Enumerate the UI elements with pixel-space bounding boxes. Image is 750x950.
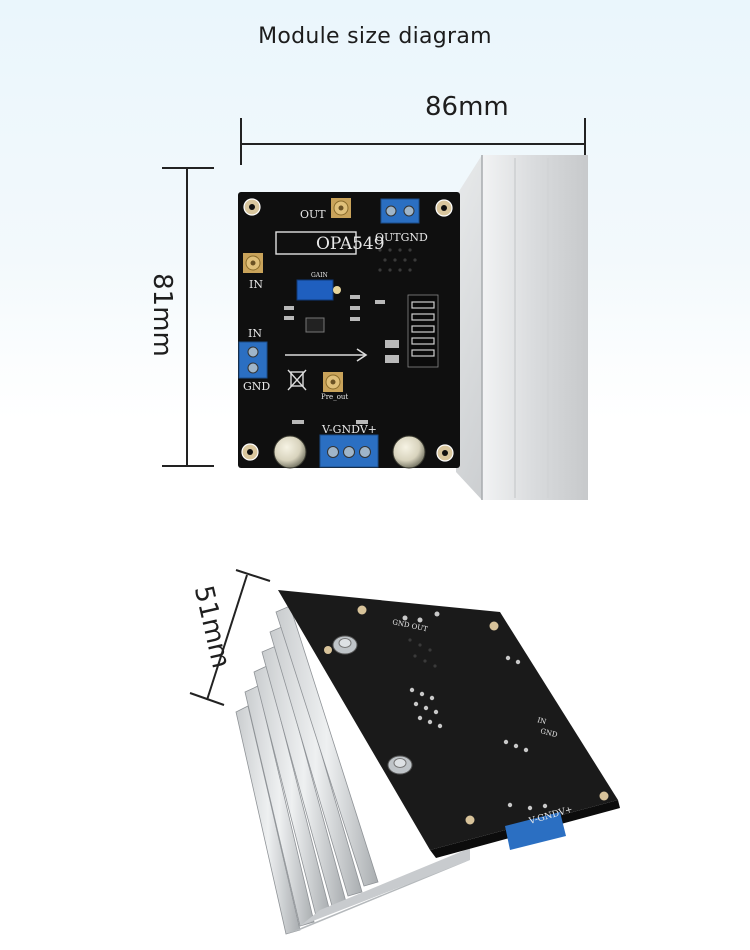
gain-potentiometer [296,279,341,301]
heatsink-fins-bottom-view [235,605,470,935]
power-label-top: V-GNDV+ [321,423,377,436]
out-gnd-label: OUTGND [375,231,428,244]
gnd-label-left: GND [243,380,270,393]
terminal-block-out-gnd [380,198,420,224]
mounting-screw [387,755,413,775]
pcb-bottom-view [278,590,620,858]
mounting-screw [332,635,358,655]
out-label: OUT [300,208,326,221]
in-label-left: IN [248,327,262,340]
signal-arrow [285,348,368,362]
width-dimension-label: 86mm [425,92,509,122]
weee-icon [287,369,307,391]
pre-out-label: Pre_out [321,393,348,401]
sma-connector-out [331,198,351,218]
sma-connector-pre-out [323,372,343,392]
heatsink-top-view [456,155,588,500]
gain-label: GAIN [311,272,328,279]
pcb-top-view [238,192,460,469]
sma-connector-in [243,253,263,273]
in-label-bottom: IN [537,716,548,726]
in-label-top: IN [249,278,263,291]
depth-dimension-line [189,569,271,706]
height-dimension-line [162,167,214,467]
chip-label: OPA549 [316,234,385,254]
capacitor-right [392,435,426,469]
page-title: Module size diagram [258,24,492,49]
capacitor-left [273,435,307,469]
terminal-block-in-gnd [238,341,268,379]
terminal-block-power [319,434,379,468]
